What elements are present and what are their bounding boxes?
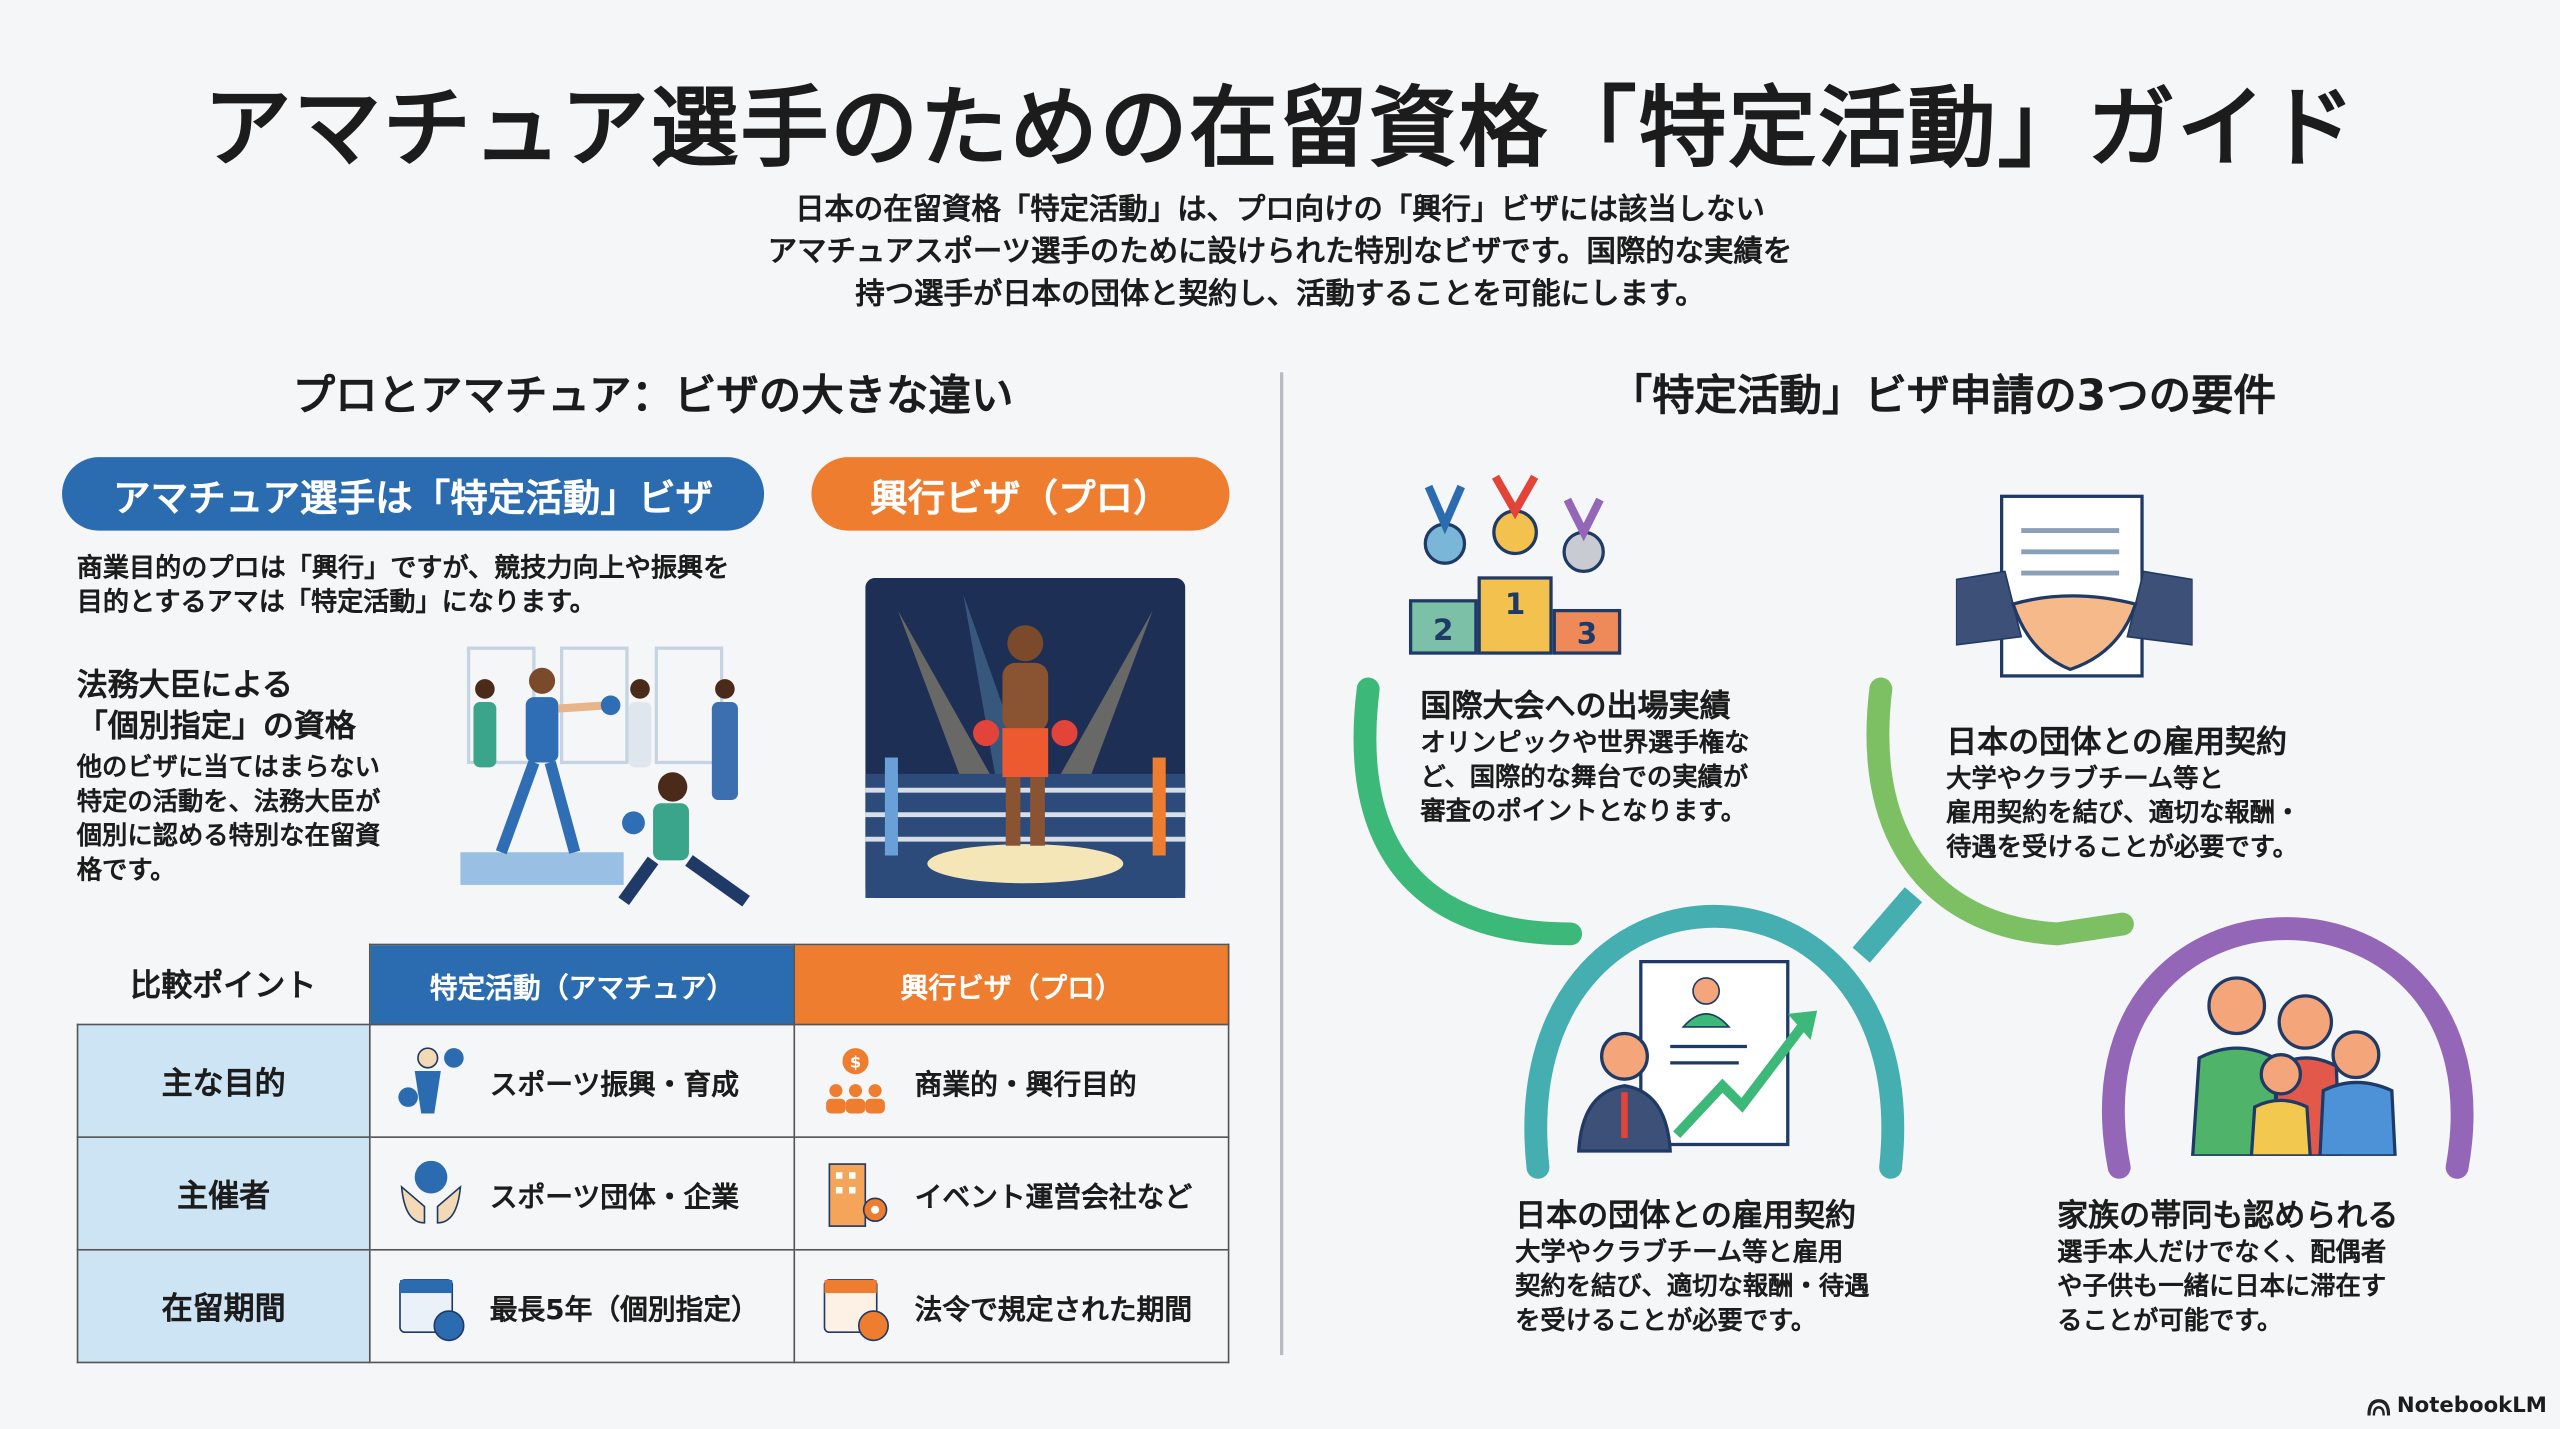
designation-line: 個別に認める特別な在留資 xyxy=(76,821,381,851)
family-icon xyxy=(2191,976,2397,1156)
requirement-title: 家族の帯同も認められる xyxy=(2057,1198,2399,1235)
cell-text: 商業的・興行目的 xyxy=(914,1068,1137,1102)
header-pro: 興行ビザ（プロ） xyxy=(793,943,1230,1026)
cell-text: 最長5年（個別指定） xyxy=(489,1293,759,1327)
teal-connector xyxy=(1852,887,1923,963)
requirement-body-line: 雇用契約を結び、適切な報酬・ xyxy=(1946,798,2301,828)
requirement-body-line: オリンピックや世界選手権な xyxy=(1420,728,1750,758)
contract-growth-icon xyxy=(1577,959,1818,1153)
right-heading: 「特定活動」ビザ申請の3つの要件 xyxy=(1609,372,2276,422)
requirement-body-line: 審査のポイントとなります。 xyxy=(1420,796,1747,827)
requirement-title: 日本の団体との雇用契約 xyxy=(1946,724,2288,761)
difference-desc: 商業目的のプロは「興行」ですが、競技力向上や振興を 目的とするアマは「特定活動」… xyxy=(77,550,730,619)
designation-line: 特定の活動を、法務大臣が xyxy=(76,786,381,817)
page-title: アマチュア選手のための在留資格「特定活動」ガイド xyxy=(203,76,2357,180)
green-arc xyxy=(1353,677,1583,946)
pro-boxer-illustration xyxy=(865,577,1186,898)
purple-arc xyxy=(2101,917,2474,1179)
section-divider xyxy=(1279,372,1284,1356)
requirement-body-line: ど、国際的な舞台での実績が xyxy=(1420,762,1749,792)
money-audience-icon: $ xyxy=(826,1048,886,1114)
brand-label: NotebookLM xyxy=(2396,1394,2547,1419)
requirement-title: 日本の団体との雇用契約 xyxy=(1515,1198,1857,1235)
requirement-body-line: 大学やクラブチーム等と xyxy=(1946,764,2224,794)
desc-line: 商業目的のプロは「興行」ですが、競技力向上や振興を xyxy=(76,551,730,583)
requirement-employment-contract: 日本の団体との雇用契約 大学やクラブチーム等と 雇用契約を結び、適切な報酬・ 待… xyxy=(1946,723,2300,865)
amateur-cell: スポーツ団体・企業 xyxy=(368,1136,796,1251)
header-corner: 比較ポイント xyxy=(130,968,317,1005)
requirement-body-line: や子供も一緒に日本に滞在す xyxy=(2057,1271,2387,1302)
podium-medals-icon: 2 1 3 xyxy=(1408,474,1622,655)
cell-text: スポーツ振興・育成 xyxy=(489,1068,740,1102)
desc-line: 目的とするアマは「特定活動」になります。 xyxy=(76,586,596,618)
notebooklm-logo-icon xyxy=(2367,1398,2391,1415)
podium-number: 1 xyxy=(1505,587,1525,621)
designation-title-line: 法務大臣による xyxy=(76,667,293,704)
requirement-body-line: 選手本人だけでなく、配偶者 xyxy=(2057,1237,2387,1267)
intro-text: 日本の在留資格「特定活動」は、プロ向けの「興行」ビザには該当しない アマチュアス… xyxy=(0,189,2560,316)
designation-body: 他のビザに当てはまらない 特定の活動を、法務大臣が 個別に認める特別な在留資 格… xyxy=(77,751,381,888)
pro-cell: 法令で規定された期間 xyxy=(793,1248,1230,1364)
designation-line: 格です。 xyxy=(76,855,176,885)
requirement-employment-contract-2: 日本の団体との雇用契約 大学やクラブチーム等と雇用 契約を結び、適切な報酬・待遇… xyxy=(1515,1197,1869,1339)
comparison-table: 比較ポイント 特定活動（アマチュア） 興行ビザ（プロ） 主な目的 スポーツ振興・… xyxy=(76,943,1230,1364)
pro-cell: イベント運営会社など xyxy=(793,1136,1230,1251)
intro-line: 持つ選手が日本の団体と契約し、活動することを可能にします。 xyxy=(855,277,1705,312)
podium-number: 3 xyxy=(1577,616,1597,650)
pro-pill: 興行ビザ（プロ） xyxy=(811,457,1230,531)
lightgreen-arc xyxy=(1866,677,2134,946)
designation-title-line: 「個別指定」の資格 xyxy=(76,708,356,745)
amateur-cell: スポーツ振興・育成 xyxy=(368,1023,796,1138)
requirement-international-results: 国際大会への出場実績 オリンピックや世界選手権な ど、国際的な舞台での実績が 審… xyxy=(1420,687,1749,829)
hands-ball-icon xyxy=(400,1160,462,1224)
table-row: 在留期間 最長5年（個別指定） 法令で規定された期間 xyxy=(76,1248,1230,1364)
cell-text: 法令で規定された期間 xyxy=(914,1293,1193,1327)
table-row: 主催者 スポーツ団体・企業 イベント運営会社など xyxy=(76,1136,1230,1251)
requirement-family: 家族の帯同も認められる 選手本人だけでなく、配偶者 や子供も一緒に日本に滞在す … xyxy=(2057,1197,2398,1339)
pro-cell: $ 商業的・興行目的 xyxy=(793,1023,1230,1138)
requirement-body-line: 待遇を受けることが必要です。 xyxy=(1946,832,2298,863)
requirement-body-line: を受けることが必要です。 xyxy=(1515,1306,1817,1336)
row-label: 主な目的 xyxy=(76,1023,371,1138)
intro-line: アマチュアスポーツ選手のために設けられた特別なビザです。国際的な実績を xyxy=(767,235,1793,270)
amateur-gym-illustration xyxy=(460,646,750,907)
table-row: 主な目的 スポーツ振興・育成 $ 商業的・興行目的 xyxy=(76,1023,1230,1138)
svg-text:$: $ xyxy=(850,1053,861,1072)
designation-title: 法務大臣による 「個別指定」の資格 xyxy=(77,666,356,748)
row-label: 在留期間 xyxy=(76,1248,371,1364)
amateur-cell: 最長5年（個別指定） xyxy=(368,1248,796,1364)
podium-number: 2 xyxy=(1433,613,1453,647)
requirement-title: 国際大会への出場実績 xyxy=(1420,688,1731,725)
notebooklm-brand: NotebookLM xyxy=(2367,1394,2547,1419)
teal-arc xyxy=(1524,904,1905,1179)
header-amateur: 特定活動（アマチュア） xyxy=(368,943,796,1026)
left-heading: プロとアマチュア：ビザの大きな違い xyxy=(292,372,1014,422)
athlete-icon xyxy=(398,1047,464,1114)
cell-text: スポーツ団体・企業 xyxy=(489,1181,740,1214)
cell-text: イベント運営会社など xyxy=(914,1181,1193,1214)
building-gear-icon xyxy=(828,1163,888,1227)
intro-line: 日本の在留資格「特定活動」は、プロ向けの「興行」ビザには該当しない xyxy=(795,192,1765,227)
requirement-body-line: 大学やクラブチーム等と雇用 xyxy=(1515,1237,1844,1267)
designation-line: 他のビザに当てはまらない xyxy=(76,752,380,783)
table-header-row: 比較ポイント 特定活動（アマチュア） 興行ビザ（プロ） xyxy=(78,943,1230,1026)
requirement-body-line: ることが可能です。 xyxy=(2057,1306,2283,1336)
handshake-contract-icon xyxy=(1955,494,2193,678)
calendar-clock-icon xyxy=(823,1279,890,1342)
amateur-pill: アマチュア選手は「特定活動」ビザ xyxy=(62,457,765,531)
calendar-clock-icon xyxy=(399,1279,465,1342)
requirement-body-line: 契約を結び、適切な報酬・待遇 xyxy=(1515,1271,1870,1302)
